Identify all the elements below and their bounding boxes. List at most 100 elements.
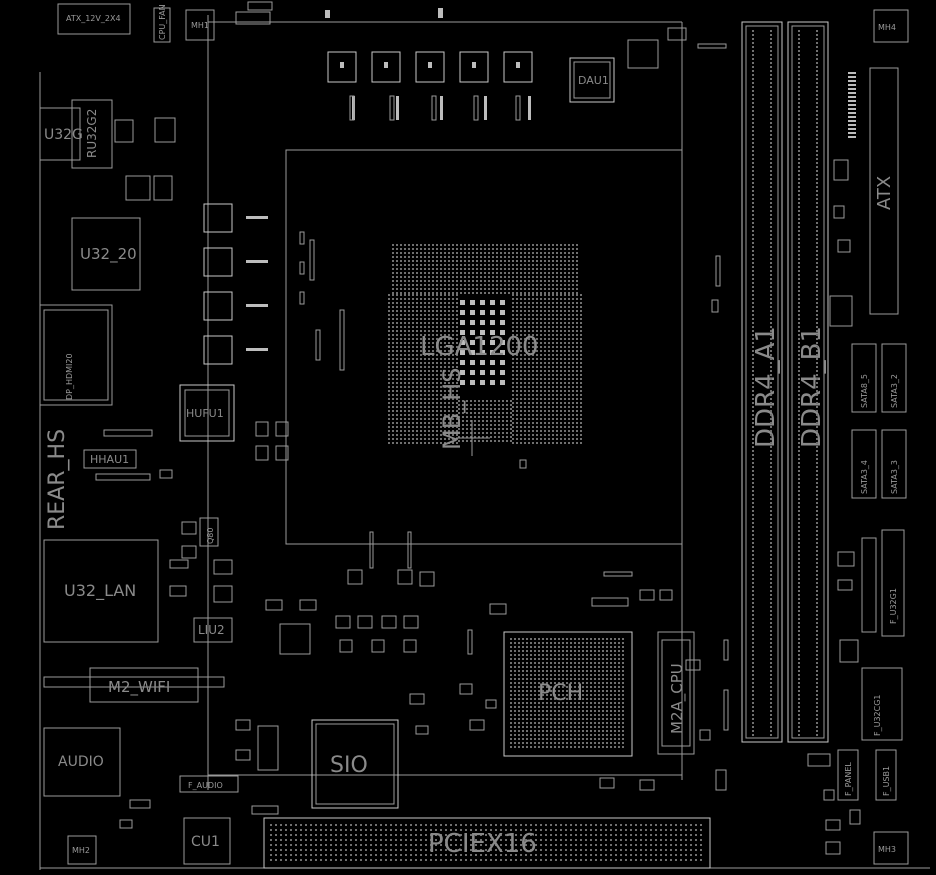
- pin: [512, 276, 514, 278]
- u32-20-label: U32_20: [80, 245, 137, 264]
- pin: [564, 390, 566, 392]
- pin: [420, 844, 422, 846]
- pin: [570, 726, 572, 728]
- ddr-pin: [816, 374, 818, 376]
- pin: [530, 726, 532, 728]
- pin: [365, 844, 367, 846]
- pin: [538, 746, 540, 748]
- pin: [470, 440, 472, 442]
- pin: [598, 726, 600, 728]
- ddr-pin: [752, 118, 754, 120]
- pin: [448, 430, 450, 432]
- pin: [580, 442, 582, 444]
- pin: [514, 642, 516, 644]
- pin: [528, 390, 530, 392]
- pin: [548, 430, 550, 432]
- pin: [345, 849, 347, 851]
- pin: [564, 314, 566, 316]
- pin: [572, 326, 574, 328]
- pin: [560, 260, 562, 262]
- pin: [390, 859, 392, 861]
- ddr-pin: [770, 510, 772, 512]
- pin: [512, 414, 514, 416]
- ddr-pin: [798, 318, 800, 320]
- ddr-pin: [770, 106, 772, 108]
- ddr-pin: [798, 590, 800, 592]
- pin: [570, 690, 572, 692]
- ddr-pin: [798, 574, 800, 576]
- pin: [542, 658, 544, 660]
- pin: [494, 408, 496, 410]
- ddr-pin: [798, 414, 800, 416]
- pin: [552, 330, 554, 332]
- pin: [432, 252, 434, 254]
- pin: [558, 670, 560, 672]
- ddr-pin: [752, 86, 754, 88]
- pin: [610, 690, 612, 692]
- pin: [456, 438, 458, 440]
- pin: [440, 844, 442, 846]
- pin: [456, 248, 458, 250]
- pin: [680, 839, 682, 841]
- pin: [595, 834, 597, 836]
- pin: [482, 416, 484, 418]
- pin: [470, 340, 475, 345]
- pin: [432, 370, 434, 372]
- pin: [476, 288, 478, 290]
- pin: [524, 342, 526, 344]
- pin: [528, 322, 530, 324]
- pin: [365, 824, 367, 826]
- pin: [548, 244, 550, 246]
- pin: [436, 284, 438, 286]
- pin: [412, 292, 414, 294]
- ddr-pin: [798, 54, 800, 56]
- pin: [460, 292, 462, 294]
- pin: [428, 370, 430, 372]
- pin: [598, 670, 600, 672]
- pin: [545, 844, 547, 846]
- pin: [524, 318, 526, 320]
- q80-component: Q80: [199, 517, 219, 547]
- pin: [514, 638, 516, 640]
- pin: [528, 426, 530, 428]
- pin: [412, 414, 414, 416]
- pin: [570, 730, 572, 732]
- pin: [528, 284, 530, 286]
- pin: [622, 650, 624, 652]
- ddr-pin: [770, 370, 772, 372]
- pin: [385, 834, 387, 836]
- pin: [560, 318, 562, 320]
- pin: [440, 438, 442, 440]
- pin: [578, 702, 580, 704]
- pin: [474, 400, 476, 402]
- ddr-pin: [752, 582, 754, 584]
- ddr-pin: [752, 478, 754, 480]
- pin: [564, 268, 566, 270]
- ddr-pin: [816, 450, 818, 452]
- pin: [570, 710, 572, 712]
- pin: [655, 849, 657, 851]
- pin: [432, 402, 434, 404]
- pin: [498, 428, 500, 430]
- pin: [542, 646, 544, 648]
- ddr-pin: [816, 502, 818, 504]
- pin: [566, 706, 568, 708]
- pin: [522, 650, 524, 652]
- pin: [524, 292, 526, 294]
- pin: [540, 406, 542, 408]
- pin: [586, 654, 588, 656]
- ddr-pin: [770, 322, 772, 324]
- pin: [436, 276, 438, 278]
- pin: [618, 722, 620, 724]
- smd-part: [309, 239, 315, 281]
- ddr-pin: [752, 702, 754, 704]
- pin: [536, 422, 538, 424]
- pin: [505, 854, 507, 856]
- pin: [538, 742, 540, 744]
- pin: [305, 839, 307, 841]
- pin: [524, 414, 526, 416]
- pin: [506, 428, 508, 430]
- pin: [555, 859, 557, 861]
- pin: [606, 674, 608, 676]
- pin: [610, 706, 612, 708]
